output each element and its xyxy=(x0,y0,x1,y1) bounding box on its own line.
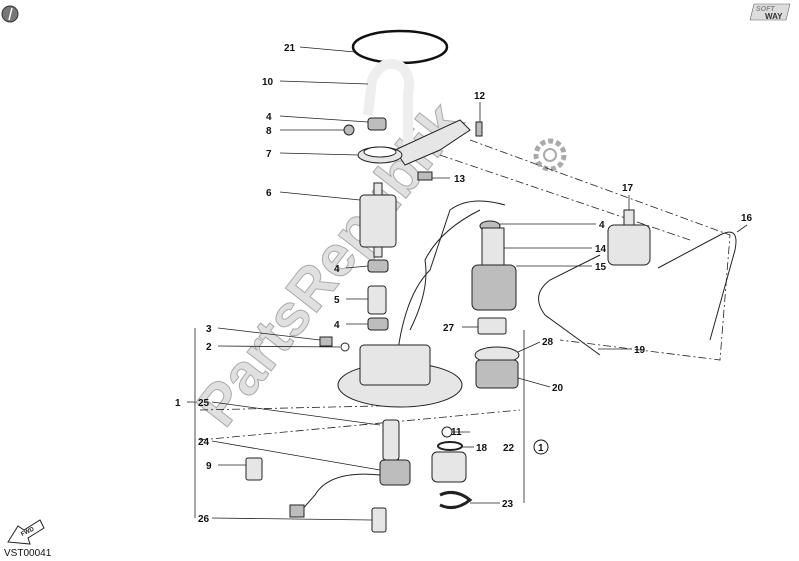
callout-20: 20 xyxy=(552,383,564,394)
strainer-28 xyxy=(474,346,520,389)
fuel-pump-14 xyxy=(471,227,517,311)
fitting-9 xyxy=(245,457,263,481)
callout-9: 9 xyxy=(206,461,212,472)
callout-21: 21 xyxy=(284,43,296,54)
clip-23 xyxy=(439,490,473,510)
callout-5: 5 xyxy=(334,295,340,306)
sensor-24 xyxy=(289,419,411,518)
callout-1: 1 xyxy=(175,398,181,409)
callout-23: 23 xyxy=(502,499,514,510)
callout-4: 4 xyxy=(266,112,272,123)
callout-6: 6 xyxy=(266,188,272,199)
callout-19: 19 xyxy=(634,345,646,356)
callout-12: 12 xyxy=(474,91,486,102)
callout-18: 18 xyxy=(476,443,488,454)
washer-2 xyxy=(340,342,350,352)
callout-circled-1: 1 xyxy=(538,443,544,454)
callout-labels: 21 10 4 8 7 12 13 6 4 17 16 14 15 4 5 4 … xyxy=(175,43,753,525)
diagram-code: VST00041 xyxy=(4,548,52,559)
callout-15: 15 xyxy=(595,262,607,273)
callout-22: 22 xyxy=(503,443,515,454)
pump-flange-base xyxy=(337,344,463,408)
fitting-26 xyxy=(371,507,387,533)
clamp-4b xyxy=(367,259,389,273)
hose-10 xyxy=(363,58,414,150)
o-ring-21 xyxy=(351,29,449,65)
svg-text:WAY: WAY xyxy=(765,12,783,21)
softway-logo: SOFT WAY xyxy=(749,3,791,21)
clamp-4c xyxy=(367,317,389,331)
callout-3: 3 xyxy=(206,324,212,335)
info-circle-icon xyxy=(1,5,19,23)
callout-26: 26 xyxy=(198,514,210,525)
svg-text:FWD: FWD xyxy=(20,526,36,537)
callout-28: 28 xyxy=(542,337,554,348)
callout-13: 13 xyxy=(454,174,466,185)
callout-4: 4 xyxy=(334,264,340,275)
callout-24: 24 xyxy=(198,437,210,448)
screw-13 xyxy=(417,171,433,181)
svg-text:SOFT: SOFT xyxy=(756,6,775,13)
callout-25: 25 xyxy=(198,398,210,409)
callout-2: 2 xyxy=(206,342,212,353)
callout-7: 7 xyxy=(266,149,272,160)
clamp-4 xyxy=(367,117,387,131)
callout-4: 4 xyxy=(334,320,340,331)
hose-19 xyxy=(538,254,601,356)
callout-11: 11 xyxy=(451,427,462,438)
callout-17: 17 xyxy=(622,183,634,194)
wiring-harness xyxy=(394,200,506,381)
callout-10: 10 xyxy=(262,77,274,88)
callout-16: 16 xyxy=(741,213,753,224)
callout-14: 14 xyxy=(595,244,607,255)
leader-lines xyxy=(211,46,748,521)
circled-callout-border xyxy=(533,439,549,455)
hose-16 xyxy=(657,231,737,341)
screw-3 xyxy=(319,336,333,347)
bracket-27 xyxy=(477,317,507,335)
hose-5 xyxy=(367,285,387,315)
fuel-filter-6 xyxy=(359,182,397,258)
nut-8 xyxy=(343,124,355,136)
pressure-regulator-17 xyxy=(607,209,651,266)
screw-12 xyxy=(475,121,483,137)
group-brackets xyxy=(187,328,525,518)
callout-8: 8 xyxy=(266,126,272,137)
forward-arrow-icon: FWD xyxy=(7,519,45,545)
gear-watermark-icon xyxy=(533,138,567,172)
callout-4: 4 xyxy=(599,220,605,231)
callout-27: 27 xyxy=(443,323,455,334)
